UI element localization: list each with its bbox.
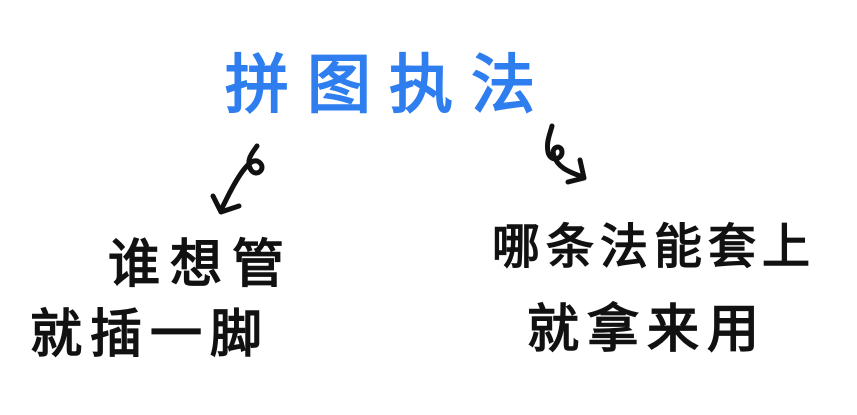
- curly-arrow-down-right-icon: [545, 123, 587, 185]
- right-branch-line2: 就拿来用: [527, 300, 768, 360]
- curly-arrow-down-left-icon: [210, 143, 265, 215]
- left-branch-line2: 就插一脚: [30, 305, 271, 365]
- central-title: 拼图执法: [225, 49, 553, 123]
- left-branch-line1: 谁想管: [108, 235, 295, 295]
- right-branch-line1: 哪条法能套上: [492, 219, 817, 275]
